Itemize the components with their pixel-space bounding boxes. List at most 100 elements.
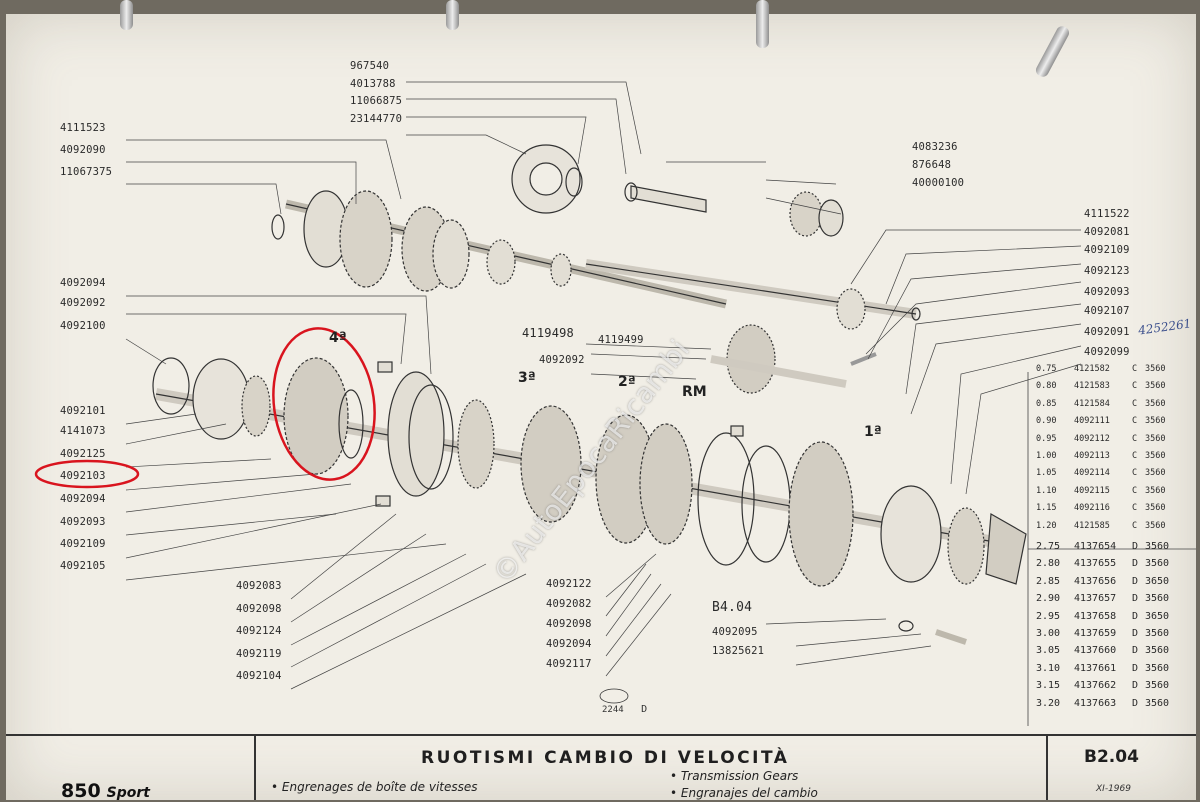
ratio-class: D	[1132, 593, 1139, 605]
ratio-part: 4137655	[1074, 558, 1117, 570]
part-11067375: 11067375	[60, 166, 113, 178]
ratio-code: 3650	[1145, 610, 1170, 622]
left-part: 4092094	[60, 493, 106, 505]
ratio-row: 2.80 4137655 D 3560	[1036, 558, 1169, 569]
center-bottom-part: 4092094	[546, 638, 592, 650]
ratio-value: 3.20	[1036, 697, 1061, 709]
figure-code-number: 2244	[602, 705, 624, 715]
ratio-row: 2.95 4137658 D 3650	[1036, 611, 1169, 622]
page-title: RUOTISMI CAMBIO DI VELOCITÀ	[421, 748, 790, 768]
part-967540: 967540	[350, 60, 390, 72]
center-bottom-part: 4092082	[546, 598, 592, 610]
ratio-code: 3560	[1145, 364, 1166, 374]
right-part: 4092107	[1084, 305, 1130, 317]
part-40000100: 40000100	[912, 177, 965, 189]
part-4013788: 4013788	[350, 78, 396, 90]
ratio-value: 0.90	[1036, 416, 1057, 427]
ratio-value: 1.15	[1036, 503, 1057, 514]
title-fr: • Engrenages de boîte de vitesses	[271, 780, 478, 794]
ratio-part: 4137656	[1074, 575, 1117, 587]
gear-label-third: 3ª	[518, 370, 536, 386]
ratio-value: 2.75	[1036, 541, 1061, 552]
ratio-code: 3560	[1145, 628, 1170, 639]
ratio-value: 2.95	[1036, 610, 1061, 622]
ratio-part: 4092113	[1074, 451, 1110, 461]
ratio-value: 3.10	[1036, 662, 1061, 674]
ratio-part: 4092114	[1074, 468, 1110, 479]
ratio-code: 3650	[1145, 575, 1170, 587]
ratio-code: 3560	[1145, 680, 1170, 692]
ratio-class: D	[1132, 680, 1139, 692]
bottom-left-part: 4092098	[236, 603, 282, 615]
part-4111523: 4111523	[60, 122, 106, 134]
ratio-class: D	[1132, 645, 1139, 657]
part-23144770: 23144770	[350, 113, 403, 125]
binder-ring-2	[446, 0, 459, 30]
bottom-left-part: 4092104	[236, 670, 282, 682]
ratio-class: D	[1132, 541, 1139, 552]
part-4092092-center: 4092092	[539, 354, 585, 366]
ratio-code: 3560	[1145, 398, 1166, 409]
binder-ring-3	[756, 0, 769, 48]
ratio-part: 4092115	[1074, 485, 1110, 496]
part-4092095: 4092095	[712, 626, 758, 638]
page-date: XI-1969	[1096, 784, 1131, 794]
ratio-value: 1.20	[1036, 520, 1057, 531]
ratio-part: 4137659	[1074, 628, 1117, 639]
part-11066875: 11066875	[350, 95, 403, 107]
center-bottom-part: 4092098	[546, 618, 592, 630]
ratio-part: 4137663	[1074, 697, 1117, 709]
footer-rule	[6, 734, 1196, 736]
gear-label-fourth: 4ª	[329, 330, 347, 346]
ratio-class: D	[1132, 610, 1139, 622]
center-bottom-part: 4092122	[546, 578, 592, 590]
ratio-class: C	[1132, 503, 1138, 514]
model-number: 850	[61, 780, 101, 802]
ratio-code: 3560	[1145, 468, 1166, 479]
title-es: • Engranajes del cambio	[670, 786, 818, 800]
ratio-class: D	[1132, 697, 1139, 709]
ratio-code: 3560	[1145, 485, 1166, 496]
ratio-part: 4137658	[1074, 610, 1117, 622]
ratio-class: D	[1132, 558, 1139, 570]
right-part: 4092099	[1084, 346, 1130, 358]
right-part: 4092109	[1084, 244, 1130, 256]
ratio-class: C	[1132, 398, 1138, 409]
ratio-value: 3.00	[1036, 628, 1061, 639]
ratio-code: 3560	[1145, 416, 1166, 427]
footer-divider-left	[254, 734, 256, 800]
ratio-class: C	[1132, 520, 1138, 531]
ratio-class: D	[1132, 662, 1139, 674]
ratio-code: 3560	[1145, 558, 1170, 570]
ratio-value: 2.80	[1036, 558, 1061, 570]
ratio-class: C	[1132, 364, 1138, 374]
left-part: 4092100	[60, 320, 106, 332]
ratio-value: 1.10	[1036, 485, 1057, 496]
ratio-code: 3560	[1145, 593, 1170, 605]
ratio-class: D	[1132, 628, 1139, 639]
ratio-part: 4092111	[1074, 416, 1110, 427]
left-part: 4092109	[60, 538, 106, 550]
ratio-part: 4137662	[1074, 680, 1117, 692]
part-4119498: 4119498	[522, 326, 574, 340]
right-part: 4092093	[1084, 286, 1130, 298]
catalog-page: 967540 4013788 11066875 23144770 4111523…	[6, 0, 1196, 802]
ratio-part: 4137657	[1074, 593, 1117, 605]
ratio-part: 4137654	[1074, 541, 1117, 552]
ratio-code: 3560	[1145, 541, 1170, 552]
ratio-value: 2.90	[1036, 593, 1061, 605]
ratio-value: 0.95	[1036, 433, 1057, 444]
right-part: 4111522	[1084, 208, 1130, 220]
ratio-row: 2.75 4137654 D 3560	[1036, 541, 1169, 552]
ratio-code: 3560	[1145, 433, 1166, 444]
ratio-row: 2.90 4137657 D 3560	[1036, 593, 1169, 604]
